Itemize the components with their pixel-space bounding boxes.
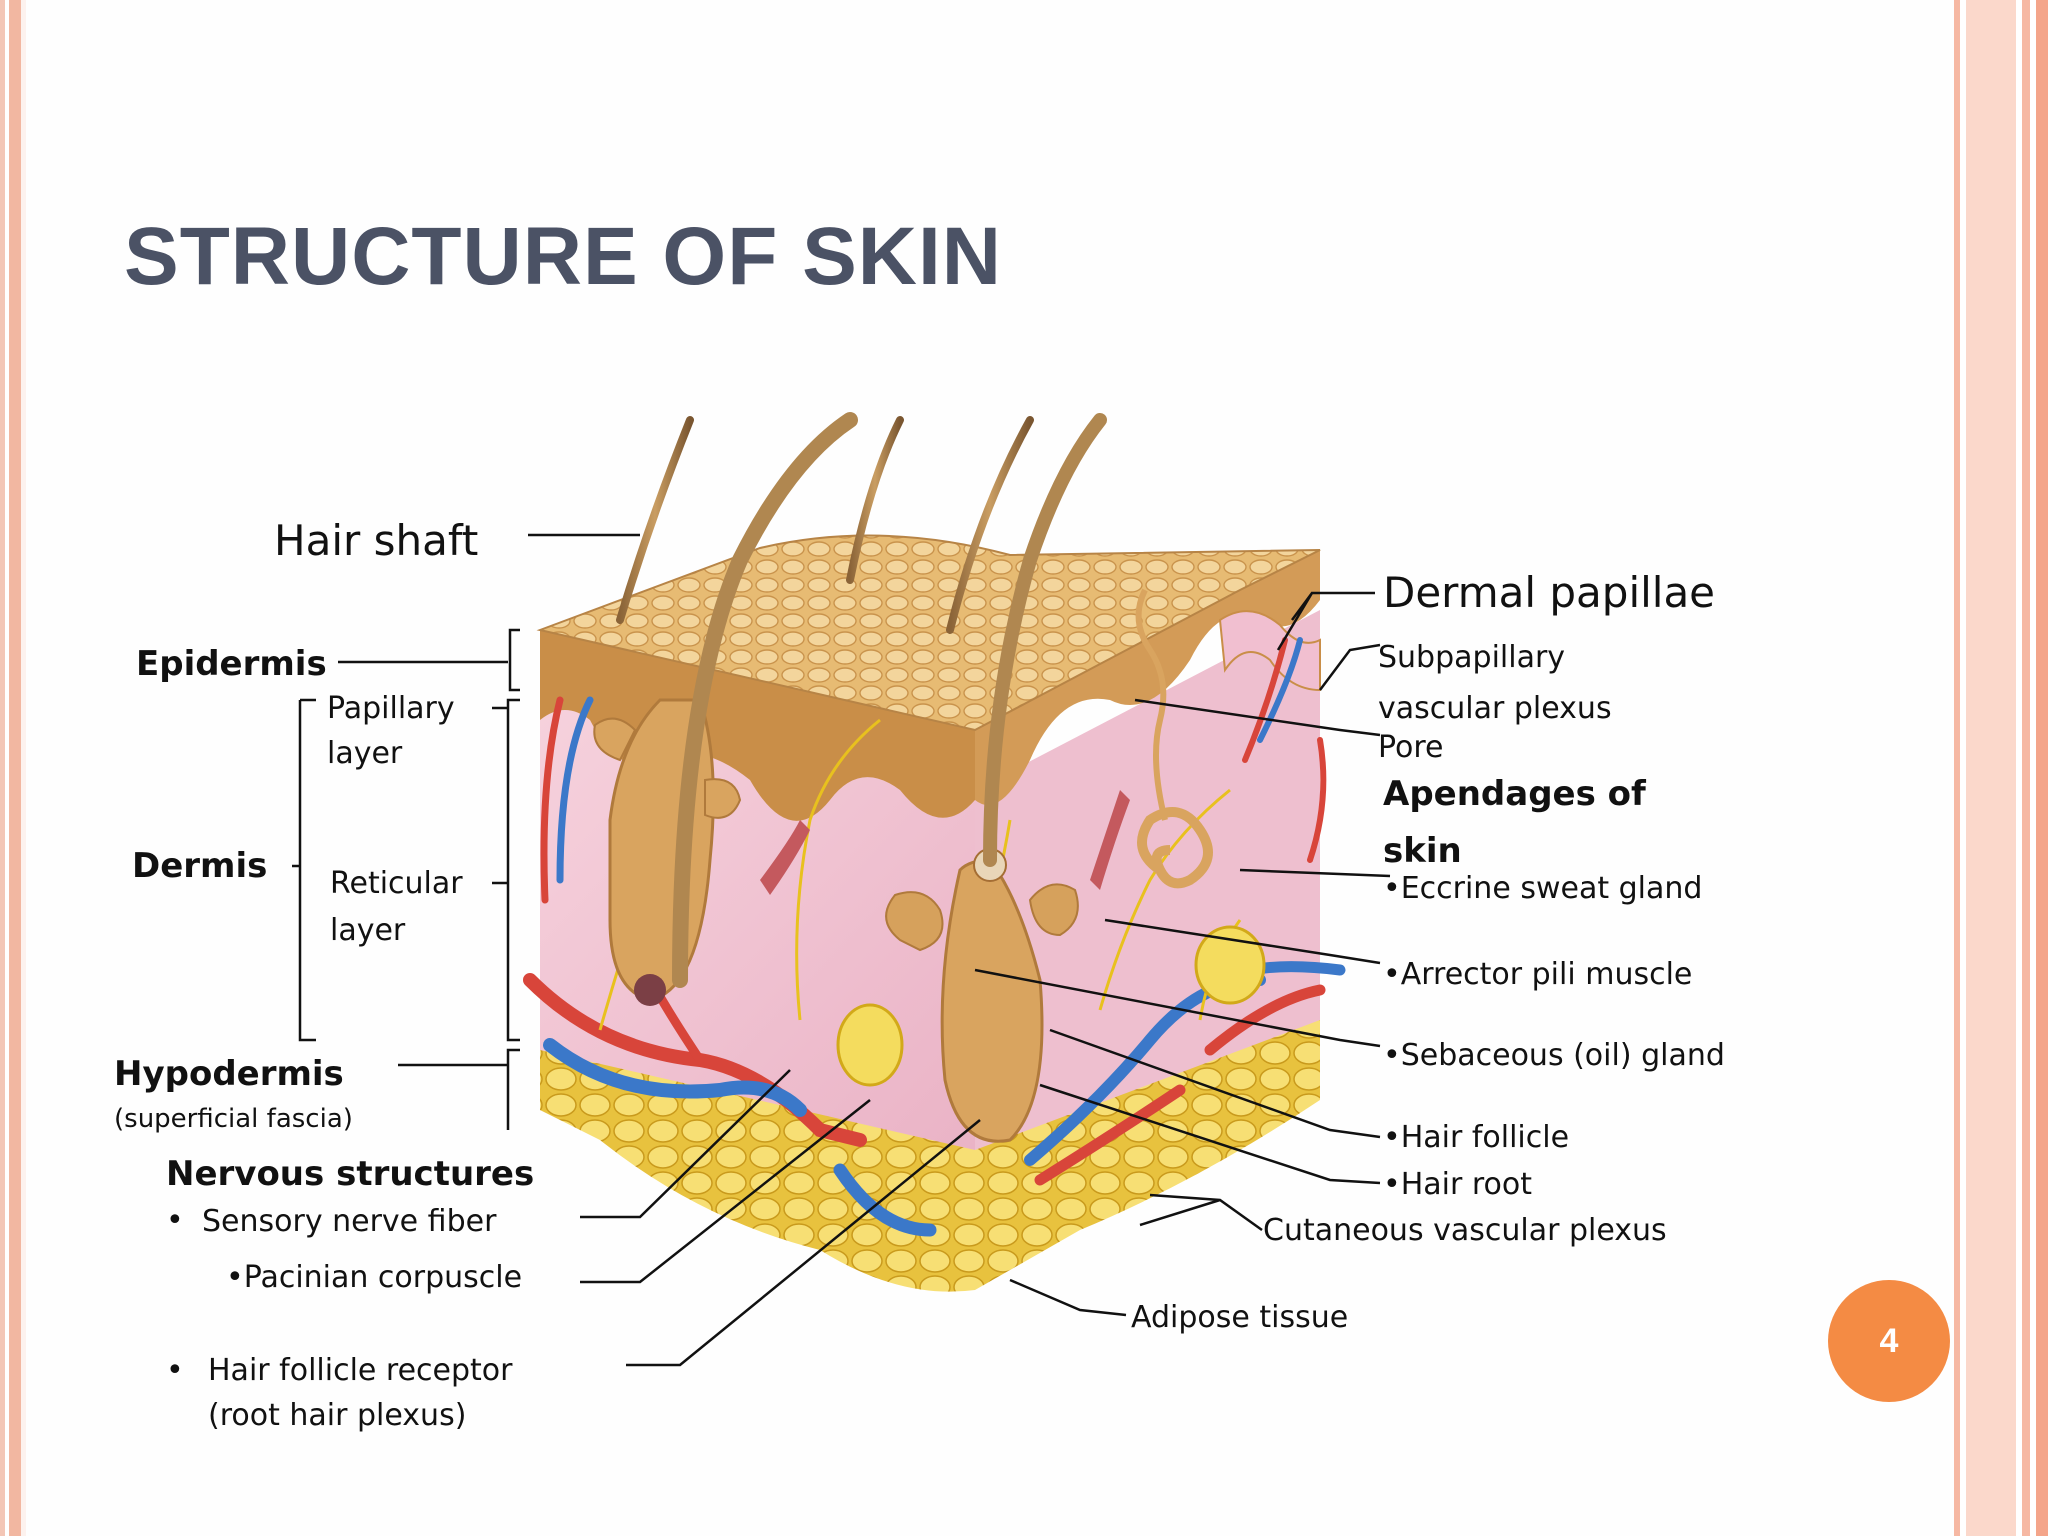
hair-bulb-left: [634, 974, 666, 1006]
label-appendages-2: skin: [1383, 831, 1462, 871]
pacinian-corpuscle-shape: [836, 1003, 904, 1087]
label-papillary-2: layer: [327, 736, 403, 771]
label-pore: Pore: [1378, 730, 1444, 765]
label-subpapillary-1: Subpapillary: [1378, 640, 1565, 675]
adipose-side: [975, 1010, 1320, 1290]
label-hair-follicle: •Hair follicle: [1383, 1120, 1569, 1155]
label-superficial-fascia: (superficial fascia): [114, 1104, 353, 1134]
label-papillary-1: Papillary: [327, 691, 455, 726]
label-cutaneous-vascular-plexus: Cutaneous vascular plexus: [1263, 1213, 1667, 1248]
label-sebaceous-gland: •Sebaceous (oil) gland: [1383, 1038, 1725, 1073]
label-reticular-1: Reticular: [330, 866, 463, 901]
eccrine-gland-shape: [1137, 807, 1213, 889]
hair-shaft-3: [846, 416, 904, 584]
bullet-hair-follicle-receptor: •: [166, 1353, 184, 1388]
label-adipose-tissue: Adipose tissue: [1131, 1300, 1348, 1335]
diagram-labels: Hair shaft Epidermis Papillary layer Der…: [114, 516, 1725, 1433]
hair-shaft-4: [946, 416, 1034, 634]
slide-title: STRUCTURE OF SKIN: [124, 211, 1002, 302]
bullet-sensory: •: [166, 1203, 184, 1238]
sebaceous-left: [593, 717, 742, 819]
hair-shafts: [616, 412, 1107, 988]
epidermis-front: [540, 630, 975, 821]
label-reticular-2: layer: [330, 913, 406, 948]
label-epidermis: Epidermis: [136, 644, 327, 684]
dermis-side: [975, 610, 1320, 1150]
slide-border-left: [0, 0, 26, 1536]
label-hypodermis: Hypodermis: [114, 1054, 344, 1094]
label-hair-follicle-receptor: Hair follicle receptor: [208, 1353, 513, 1388]
page-number-badge: 4: [1828, 1280, 1950, 1402]
slide-border-right: [1954, 0, 2048, 1536]
label-dermal-papillae: Dermal papillae: [1383, 568, 1715, 617]
hair-shaft-1: [616, 416, 694, 624]
leader-lines: [292, 533, 1391, 1367]
label-subpapillary-2: vascular plexus: [1378, 691, 1612, 726]
dermal-papillae-shape: [1218, 610, 1321, 692]
label-arrector-pili-muscle: •Arrector pili muscle: [1383, 957, 1692, 992]
label-appendages-1: Apendages of: [1383, 774, 1647, 814]
label-hair-root: •Hair root: [1383, 1167, 1532, 1202]
hair-shaft-2: [672, 412, 858, 988]
label-pacinian-corpuscle: •Pacinian corpuscle: [226, 1260, 522, 1295]
label-dermis: Dermis: [132, 846, 267, 886]
arrector-pili-shape: [1090, 790, 1130, 890]
label-sensory-nerve-fiber: Sensory nerve fiber: [202, 1204, 497, 1239]
label-hair-shaft: Hair shaft: [274, 516, 478, 565]
glands: [760, 588, 1266, 1087]
adipose-layer: [540, 1040, 975, 1292]
label-eccrine-sweat-gland: •Eccrine sweat gland: [1383, 871, 1702, 906]
hair-shaft-5: [983, 413, 1107, 867]
label-root-hair-plexus: (root hair plexus): [208, 1398, 466, 1433]
label-nervous-structures: Nervous structures: [166, 1154, 534, 1194]
sebaceous-center: [885, 883, 1079, 952]
